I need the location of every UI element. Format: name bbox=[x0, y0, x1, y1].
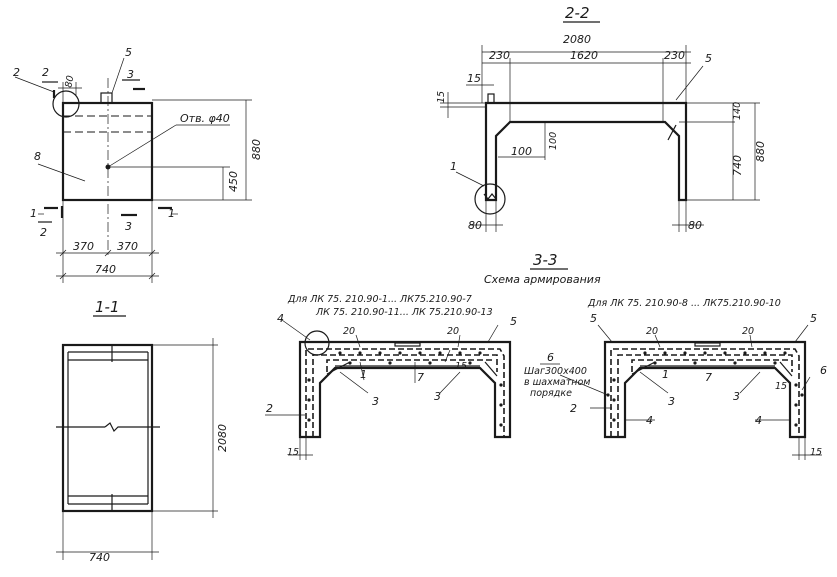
front-cut-2-bottom: 2 bbox=[40, 226, 47, 239]
front-dim-450: 450 bbox=[227, 171, 240, 192]
left-label-3b: 3 bbox=[434, 390, 441, 403]
section-1-1-dim-2080: 2080 bbox=[216, 424, 229, 452]
section-1-1: 1-1 2080 740 bbox=[56, 298, 229, 564]
front-callout-5: 5 bbox=[125, 46, 132, 59]
section-2-2-dim-230a: 230 bbox=[489, 49, 510, 62]
right-label-4b: 4 bbox=[755, 414, 762, 427]
right-label-15: 15 bbox=[775, 381, 787, 392]
section-2-2-dim-80a: 80 bbox=[468, 219, 482, 232]
section-2-2-dim-15a: 15 bbox=[467, 72, 481, 85]
front-dim-880: 880 bbox=[250, 139, 263, 160]
right-label-3a: 3 bbox=[668, 395, 675, 408]
front-hole-label: Отв. φ40 bbox=[180, 112, 230, 125]
section-2-2-dim-2080: 2080 bbox=[563, 33, 591, 46]
section-2-2-outline bbox=[484, 101, 688, 202]
front-dim-370a: 370 bbox=[73, 240, 94, 253]
right-label-2: 2 bbox=[570, 402, 577, 415]
note-callout-6: 6 bbox=[547, 351, 554, 364]
right-label-3b: 3 bbox=[733, 390, 740, 403]
section-2-2-dim-100a: 100 bbox=[511, 145, 532, 158]
section-3-3-left: Для ЛК 75. 210.90-1... ЛК75.210.90-7 ЛК … bbox=[265, 294, 517, 460]
right-label-15-bottom: 15 bbox=[810, 447, 822, 458]
left-label-20b: 20 bbox=[447, 326, 459, 337]
front-view: 2 2 80 5 3 Отв. φ40 8 1 1 2 3 370 370 74… bbox=[13, 46, 263, 283]
right-label-5a: 5 bbox=[590, 312, 597, 325]
section-2-2-callout-5: 5 bbox=[705, 52, 712, 65]
right-label-5b: 5 bbox=[810, 312, 817, 325]
section-2-2-dim-80b: 80 bbox=[688, 219, 702, 232]
right-label-7: 7 bbox=[705, 371, 712, 384]
left-outline bbox=[298, 340, 512, 439]
section-2-2-dim-230b: 230 bbox=[664, 49, 685, 62]
left-label-4: 4 bbox=[277, 312, 284, 325]
section-2-2: 2-2 2080 bbox=[436, 4, 767, 232]
left-label-7: 7 bbox=[417, 371, 424, 384]
left-label-5: 5 bbox=[510, 315, 517, 328]
reinforcement-scheme-title: Схема армирования bbox=[484, 273, 601, 286]
front-dim-370b: 370 bbox=[117, 240, 138, 253]
section-1-1-outline bbox=[61, 343, 154, 513]
front-cut-3-bottom: 3 bbox=[125, 220, 132, 233]
front-dim-740: 740 bbox=[95, 263, 116, 276]
front-cut-1-right: 1 bbox=[168, 207, 175, 220]
right-label-4a: 4 bbox=[646, 414, 653, 427]
right-label-20b: 20 bbox=[742, 326, 754, 337]
section-2-2-dim-100b: 100 bbox=[548, 132, 559, 150]
front-callout-2: 2 bbox=[13, 66, 20, 79]
right-caption: Для ЛК 75. 210.90-8 ... ЛК75.210.90-10 bbox=[587, 298, 781, 309]
front-view-outline bbox=[61, 101, 154, 202]
note-line-1: Шаг300х400 bbox=[524, 366, 587, 377]
right-label-1: 1 bbox=[662, 368, 669, 381]
section-2-2-dim-1620: 1620 bbox=[570, 49, 598, 62]
front-callout-8: 8 bbox=[34, 150, 41, 163]
front-cut-1-left: 1 bbox=[30, 207, 37, 220]
left-label-20a: 20 bbox=[343, 326, 355, 337]
left-caption-1: Для ЛК 75. 210.90-1... ЛК75.210.90-7 bbox=[287, 294, 472, 305]
front-cut-2-top: 2 bbox=[42, 66, 49, 79]
left-rebar-dots bbox=[307, 351, 503, 427]
section-2-2-dim-15b: 15 bbox=[436, 91, 447, 103]
right-label-20a: 20 bbox=[646, 326, 658, 337]
left-label-15: 15 bbox=[455, 361, 467, 372]
left-label-3a: 3 bbox=[372, 395, 379, 408]
section-2-2-detail-circle bbox=[474, 183, 506, 215]
note-line-3: порядке bbox=[530, 388, 572, 399]
right-rebar-dots bbox=[606, 351, 804, 427]
note-line-2: в шахматном bbox=[524, 377, 590, 388]
left-label-2: 2 bbox=[266, 402, 273, 415]
section-2-2-dim-880: 880 bbox=[754, 141, 767, 162]
section-2-2-dim-740: 740 bbox=[731, 155, 744, 176]
section-3-3-title: 3-3 bbox=[533, 251, 558, 269]
section-2-2-callout-1: 1 bbox=[450, 160, 457, 173]
detail-circle bbox=[52, 90, 80, 118]
section-1-1-title: 1-1 bbox=[95, 298, 120, 316]
left-label-1: 1 bbox=[360, 368, 367, 381]
front-dim-80: 80 bbox=[63, 75, 76, 89]
section-2-2-dim-140: 140 bbox=[732, 102, 743, 120]
left-caption-2: ЛК 75. 210.90-11... ЛК 75.210.90-13 bbox=[315, 307, 493, 318]
lifting-loop bbox=[100, 92, 113, 104]
right-label-6: 6 bbox=[820, 364, 827, 377]
left-label-15-bottom: 15 bbox=[287, 447, 299, 458]
section-1-1-dim-740: 740 bbox=[89, 551, 110, 564]
section-2-2-title: 2-2 bbox=[565, 4, 590, 22]
section-3-3-right: Для ЛК 75. 210.90-8 ... ЛК75.210.90-10 bbox=[524, 298, 827, 460]
front-cut-3-top: 3 bbox=[127, 68, 134, 81]
